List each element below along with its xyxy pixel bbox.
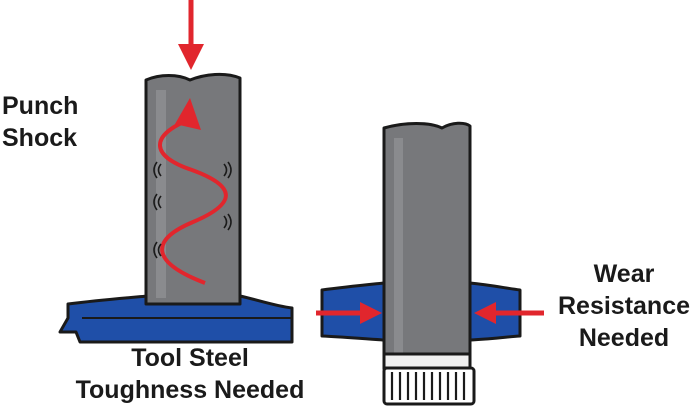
label-punch-line2: Shock (2, 124, 78, 152)
shock-wave-arrowhead (175, 98, 201, 130)
knurl-lines (390, 372, 466, 400)
impact-arrow-head (178, 44, 204, 70)
shaft-body (382, 121, 472, 362)
wear-arrow-right-head (474, 302, 496, 324)
label-tool-steel: Tool Steel Toughness Needed (55, 342, 325, 406)
label-wear-resistance: Wear Resistance Needed (548, 258, 700, 354)
vibration-marks (153, 161, 232, 259)
punch-highlight (156, 90, 166, 298)
label-punch-line1: Punch (2, 92, 79, 120)
shaft-collar (382, 352, 472, 370)
shaft-highlight (394, 138, 403, 354)
label-wear-line2: Resistance (557, 292, 691, 320)
shock-wave-line (158, 118, 228, 285)
label-tool-line1: Tool Steel (131, 344, 249, 372)
label-wear-line1: Wear (593, 260, 655, 288)
knurled-ring (382, 366, 476, 406)
wear-arrow-left-head (360, 302, 382, 324)
label-punch-shock: Punch Shock (2, 90, 78, 154)
label-wear-line3: Needed (578, 324, 670, 352)
label-tool-line2: Toughness Needed (75, 376, 305, 404)
